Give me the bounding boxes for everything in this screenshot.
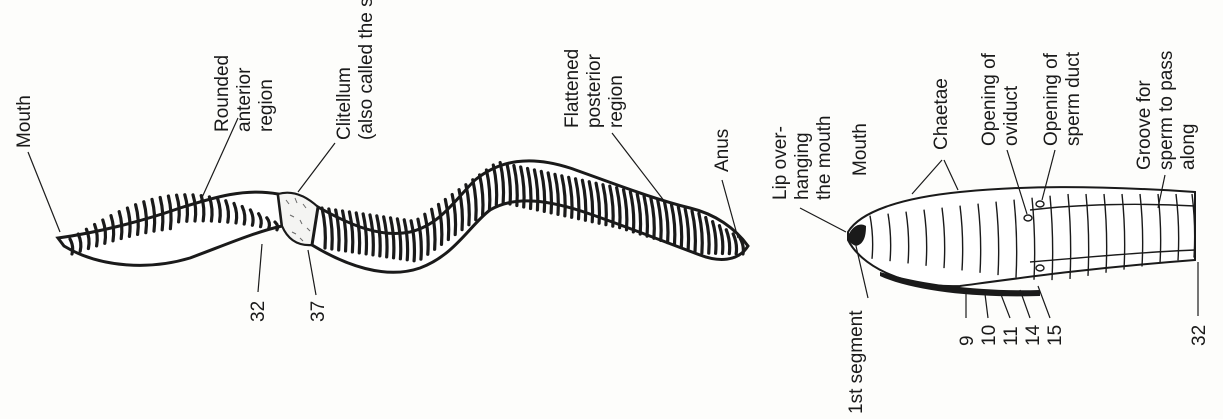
leader-segment-10 — [985, 294, 988, 318]
leader-clitellum — [298, 143, 335, 192]
label-mouth-left: Mouth — [14, 95, 35, 148]
label-segment-32-right: 32 — [1189, 325, 1210, 346]
leader-lip-overhanging — [800, 208, 846, 232]
label-segment-9: 9 — [957, 335, 978, 346]
label-groove: Groove for sperm to pass along — [1134, 45, 1199, 170]
label-mouth-right: Mouth — [850, 123, 871, 176]
label-first-segment: 1st segment — [846, 310, 867, 414]
label-rounded-anterior: Rounded anterior region — [212, 50, 277, 132]
leader-segment-32-left — [258, 244, 262, 292]
label-opening-oviduct: Opening of oviduct — [979, 48, 1022, 146]
earthworm-anterior-closeup — [848, 187, 1195, 296]
label-lip-overhanging: Lip over- hanging the mouth — [770, 116, 835, 201]
label-opening-sperm-duct: Opening of sperm duct — [1041, 48, 1084, 146]
leader-chaetae-a — [912, 160, 942, 194]
leader-mouth-left — [28, 152, 60, 232]
label-segment-10: 10 — [979, 325, 1000, 346]
label-anus: Anus — [712, 129, 733, 172]
label-flattened-posterior: Flattened posterior region — [562, 43, 627, 128]
label-segment-11: 11 — [1001, 326, 1022, 346]
label-segment-15: 15 — [1045, 325, 1066, 346]
label-clitellum: Clitellum (also called the saddle) — [334, 0, 377, 140]
label-chaetae: Chaetae — [931, 78, 952, 150]
leader-segment-37 — [308, 250, 316, 295]
label-segment-14: 14 — [1023, 324, 1044, 346]
leader-segment-15 — [1038, 286, 1050, 318]
earthworm-whole-body — [58, 161, 748, 272]
label-segment-32-left: 32 — [248, 301, 269, 322]
leader-chaetae-b — [944, 160, 958, 190]
label-segment-37: 37 — [308, 301, 329, 322]
